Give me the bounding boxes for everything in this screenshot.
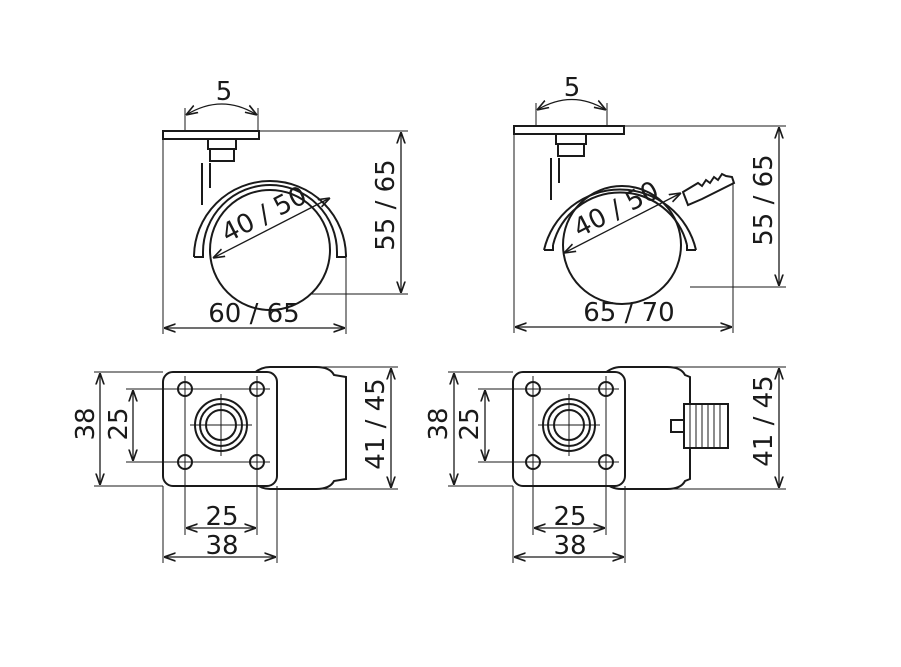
- width-label: 65 / 70: [583, 298, 674, 328]
- caster-body: [512, 366, 729, 490]
- plate-width-label: 38: [553, 531, 586, 561]
- dimension-lines: [513, 98, 786, 333]
- plate-width-label: 38: [205, 531, 238, 561]
- brake-lever: [681, 172, 736, 207]
- height-label: 55 / 65: [371, 159, 401, 250]
- hole-spacing-v-label: 25: [455, 407, 485, 440]
- dimension-labels: 5 40 / 50 55 / 65 60 / 65: [208, 77, 401, 329]
- plate-offset-label: 5: [216, 77, 233, 107]
- top-view-with-brake: 38 25 41 / 45 25 38: [424, 366, 786, 563]
- hole-spacing-h-label: 25: [553, 502, 586, 532]
- hole-spacing-v-label: 25: [104, 407, 134, 440]
- width-label: 60 / 65: [208, 299, 299, 329]
- hole-spacing-h-label: 25: [205, 502, 238, 532]
- dimension-labels: 5 40 / 50 55 / 65 65 / 70: [564, 73, 779, 328]
- brake-knob: [683, 403, 729, 449]
- dimension-lines: [448, 366, 786, 563]
- height-label: 55 / 65: [749, 154, 779, 245]
- caster-body: [162, 366, 347, 490]
- top-view-no-brake: 38 25 41 / 45 25 38: [71, 366, 398, 563]
- dimension-labels: 38 25 41 / 45 25 38: [71, 378, 391, 561]
- side-view-with-brake: 5 40 / 50 55 / 65 65 / 70: [513, 73, 786, 333]
- length-label: 41 / 45: [361, 378, 391, 469]
- plate-height-label: 38: [71, 407, 101, 440]
- side-view-no-brake: 5 40 / 50 55 / 65 60 / 65: [162, 77, 408, 334]
- dimension-lines: [162, 103, 408, 334]
- plate-height-label: 38: [424, 407, 454, 440]
- dimension-labels: 38 25 41 / 45 25 38: [424, 375, 779, 561]
- plate-offset-label: 5: [564, 73, 581, 103]
- dimension-lines: [94, 366, 398, 563]
- brake-knob-stem: [670, 419, 686, 433]
- length-label: 41 / 45: [749, 375, 779, 466]
